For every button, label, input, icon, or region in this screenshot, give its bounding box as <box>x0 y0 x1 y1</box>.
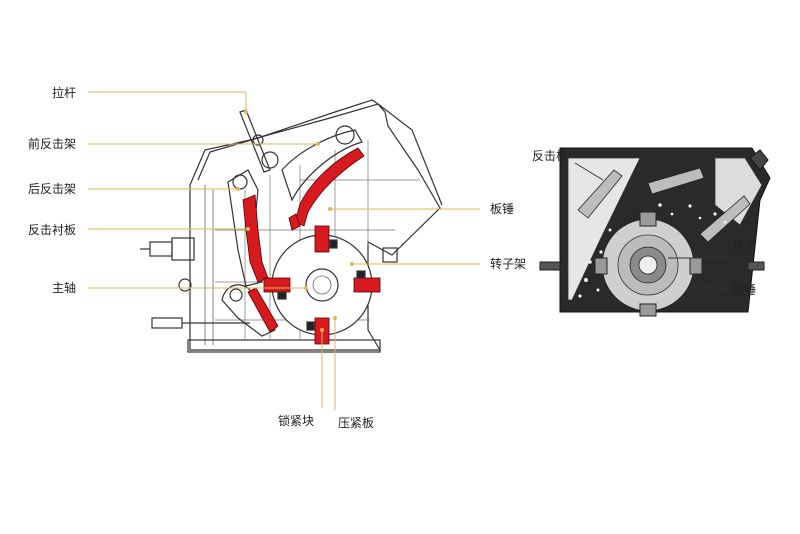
leader-photo-blow-bar <box>699 284 729 291</box>
label-blow-bar: 板锤 <box>490 201 514 216</box>
front-frame-pivot <box>335 125 355 145</box>
photo-impact-plate-3 <box>699 195 751 243</box>
top-housing <box>197 99 379 181</box>
right-bracket <box>382 247 398 263</box>
label-main-shaft: 主轴 <box>52 280 76 295</box>
photo-blow-bar <box>594 257 608 275</box>
tie-rod-nut <box>252 134 264 146</box>
right-leaders <box>574 162 729 291</box>
leader-dot <box>320 328 324 332</box>
blow-bar-left <box>263 277 291 293</box>
leader-dot <box>328 207 332 211</box>
lock-block <box>356 270 366 279</box>
rear-frame-pivot <box>232 174 248 190</box>
photo-impact-plate-1 <box>577 169 623 219</box>
label-photo-blow-bar: 板锤 <box>732 282 756 297</box>
leader-dot <box>246 227 250 231</box>
lock-block <box>329 239 338 249</box>
right-hood <box>377 103 443 206</box>
side-bolt <box>178 278 192 292</box>
front-frame-arm <box>281 129 363 202</box>
label-rear-impact-frame: 后反击架 <box>28 182 76 196</box>
base-plate <box>187 339 381 353</box>
label-tie-rod: 拉杆 <box>52 85 76 100</box>
front-liner-tip <box>288 213 301 231</box>
photo-right-plate <box>714 157 763 226</box>
label-impact-plate: 反击板 <box>532 149 568 163</box>
photo-left-plate <box>567 157 641 301</box>
blow-bar-top <box>314 225 330 253</box>
left-leaders <box>88 91 480 410</box>
photo-material <box>578 203 727 298</box>
front-impact-liner <box>294 147 365 227</box>
label-impact-liner: 反击衬板 <box>28 223 76 237</box>
lock-block <box>306 321 315 331</box>
lower-frame <box>221 284 276 337</box>
leader-dot <box>304 286 308 290</box>
leader-dot <box>236 187 240 191</box>
adjust-bolt-lower <box>151 317 183 329</box>
photo-blow-bar <box>639 211 657 227</box>
photo-blow-bar <box>639 303 657 317</box>
leader-impact-plate <box>574 162 604 181</box>
adjust-bolt-upper <box>149 241 173 257</box>
photo-blow-bar <box>689 257 703 275</box>
leader-dot <box>316 142 320 146</box>
leader-dot <box>350 262 354 266</box>
blow-bar-right <box>353 277 381 293</box>
crusher-photo <box>539 147 771 317</box>
photo-side-bolt-right <box>747 261 765 271</box>
leader-dot <box>244 110 248 114</box>
photo-rock <box>749 149 769 171</box>
leader-dot <box>333 316 337 320</box>
crusher-cross-section <box>140 99 443 353</box>
label-rotor: 转子 <box>732 238 756 253</box>
main-shaft-circle <box>305 268 339 302</box>
label-rotor-frame: 转子架 <box>490 256 526 271</box>
main-shaft-inner <box>312 275 332 295</box>
tie-rod-bar <box>239 109 271 173</box>
adjust-nut-upper <box>171 237 195 261</box>
rear-impact-liner <box>242 194 269 283</box>
lock-block <box>277 291 287 300</box>
label-front-impact-frame: 前反击架 <box>28 136 76 151</box>
lower-impact-liner <box>247 287 279 333</box>
lower-frame-pivot <box>229 288 243 302</box>
photo-side-bolt-left <box>539 261 561 271</box>
label-lock-block: 锁紧块 <box>278 413 314 428</box>
tie-rod-joint <box>261 151 279 169</box>
photo-rotor-shaft <box>638 255 658 275</box>
label-press-plate: 压紧板 <box>338 416 374 430</box>
photo-impact-plate-2 <box>647 167 705 195</box>
